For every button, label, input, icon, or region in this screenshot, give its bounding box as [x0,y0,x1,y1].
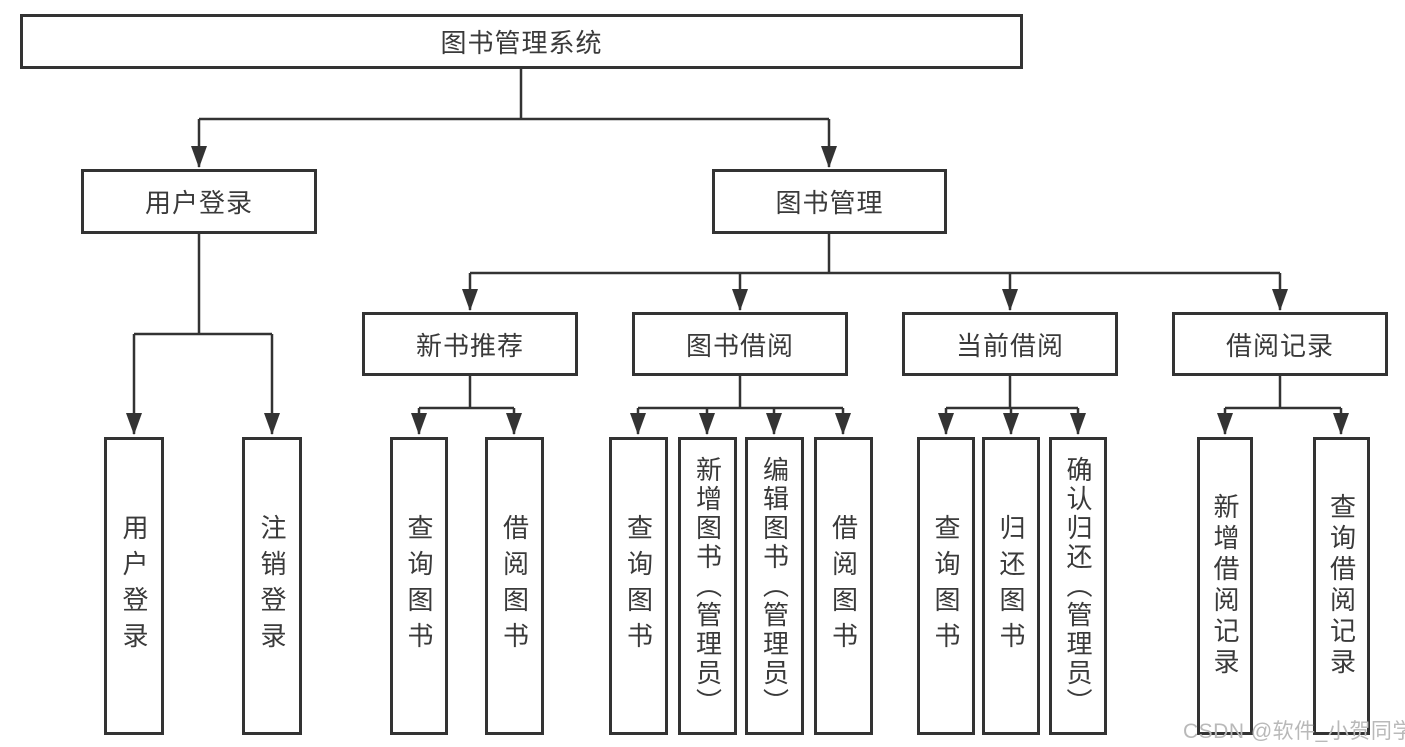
node-new-book-rec-label: 新书推荐 [415,330,524,361]
node-book-borrow: 图书借阅 [632,312,848,376]
watermark-text: CSDN @软件_小贺同学 [1183,720,1405,743]
leaf-query-books-borrow-label: 查询图书 [623,514,654,658]
leaf-borrow-books-rec: 借阅图书 [485,437,544,735]
leaf-query-borrow-record: 查询借阅记录 [1313,437,1370,735]
leaf-query-books-rec: 查询图书 [390,437,448,735]
leaf-add-borrow-record-label: 新增借阅记录 [1210,493,1240,679]
node-borrow-records: 借阅记录 [1172,312,1388,376]
leaf-confirm-return-admin-label: 确认归还（管理员） [1063,455,1093,717]
leaf-query-books-borrow: 查询图书 [609,437,668,735]
node-root: 图书管理系统 [20,14,1023,69]
leaf-confirm-return-admin: 确认归还（管理员） [1049,437,1107,735]
leaf-add-borrow-record: 新增借阅记录 [1197,437,1253,735]
leaf-borrow-books-borrow-label: 借阅图书 [828,514,859,658]
leaf-logout-label: 注销登录 [257,514,287,658]
node-book-mgmt-label: 图书管理 [775,188,884,218]
node-borrow-records-label: 借阅记录 [1225,330,1334,361]
leaf-query-books-rec-label: 查询图书 [404,514,434,658]
leaf-return-books: 归还图书 [982,437,1040,735]
leaf-user-login: 用户登录 [104,437,164,735]
node-user-login-label: 用户登录 [144,188,253,218]
node-current-borrow-label: 当前借阅 [955,330,1064,361]
node-book-mgmt: 图书管理 [712,169,947,234]
leaf-add-books-admin-label: 新增图书（管理员） [692,455,723,717]
leaf-query-books-current-label: 查询图书 [931,514,961,658]
leaf-return-books-label: 归还图书 [996,514,1026,658]
node-book-borrow-label: 图书借阅 [685,330,794,361]
leaf-borrow-books-borrow: 借阅图书 [814,437,873,735]
leaf-query-books-current: 查询图书 [917,437,975,735]
leaf-add-books-admin: 新增图书（管理员） [678,437,737,735]
leaf-borrow-books-rec-label: 借阅图书 [499,514,530,658]
node-new-book-rec: 新书推荐 [362,312,578,376]
leaf-logout: 注销登录 [242,437,302,735]
leaf-edit-books-admin-label: 编辑图书（管理员） [759,455,790,717]
node-current-borrow: 当前借阅 [902,312,1118,376]
leaf-user-login-label: 用户登录 [119,514,149,658]
node-user-login: 用户登录 [81,169,317,234]
leaf-query-borrow-record-label: 查询借阅记录 [1326,493,1357,679]
node-root-label: 图书管理系统 [440,28,603,58]
leaf-edit-books-admin: 编辑图书（管理员） [745,437,804,735]
